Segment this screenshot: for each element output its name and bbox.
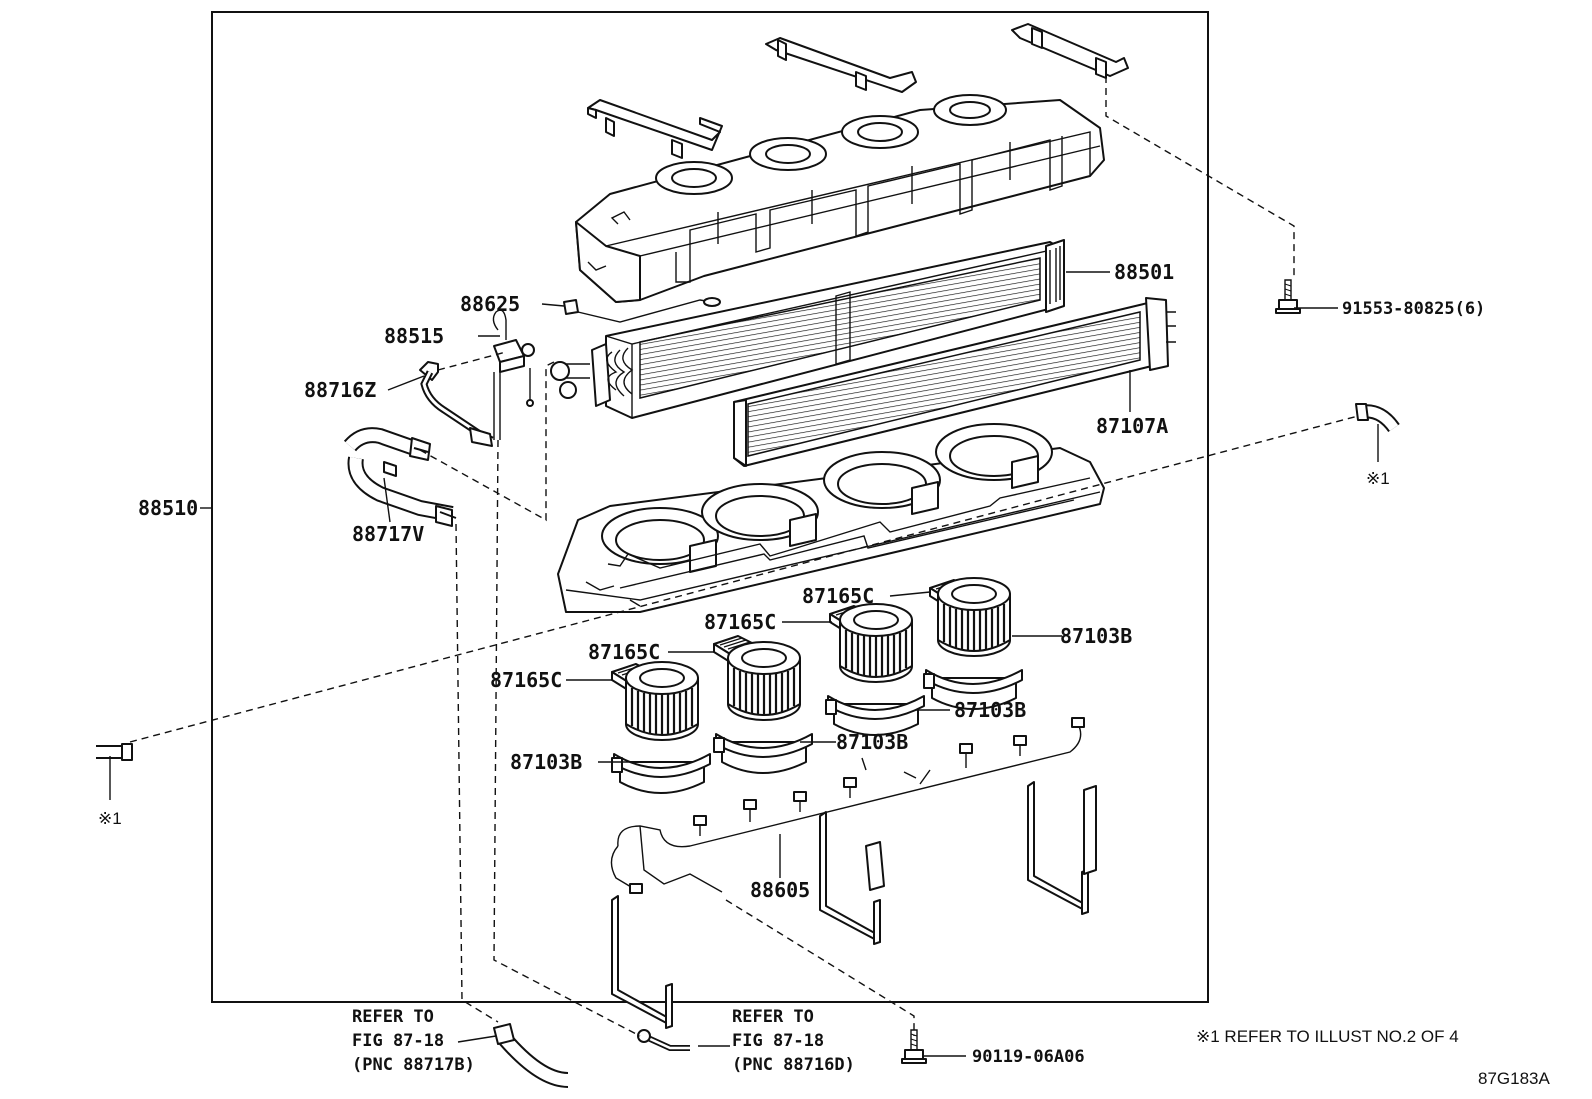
top-bracket-3 [1011,23,1129,79]
label-91553: 91553-80825(6) [1342,299,1485,319]
suction-hose [343,427,457,527]
label-87103B-3: 87103B [836,730,908,754]
label-88625: 88625 [460,292,520,316]
label-88501: 88501 [1114,260,1174,284]
label-87165C-3: 87165C [588,640,660,664]
label-88605: 88605 [750,878,810,902]
label-88717V: 88717V [352,522,424,546]
thermistor [563,297,721,323]
blower-motor-3 [712,640,814,775]
blower-motor-2 [824,602,926,737]
evaporator-core [550,239,1065,419]
refer-hose-left [493,1023,569,1088]
label-87165C-4: 87165C [490,668,562,692]
label-90119: 90119-06A06 [972,1047,1085,1067]
bracket-3 [1027,781,1089,915]
leader-lines [200,271,1338,1057]
ref-mark-left: ※1 [98,809,122,828]
blower-motor-1 [922,576,1024,711]
label-87103B-1: 87103B [1060,624,1132,648]
label-87165C-1: 87165C [802,584,874,608]
top-bracket-2 [765,37,917,93]
label-88515: 88515 [384,324,444,348]
bolt-90119 [901,1029,927,1064]
label-87103B-2: 87103B [954,698,1026,722]
hose-fitting-right [1355,403,1400,462]
hose-fitting-left [96,743,133,800]
refer-pipe-right [637,1029,690,1051]
label-87165C-2: 87165C [704,610,776,634]
refer-right-line2: FIG 87-18 [732,1031,824,1051]
refer-right-line1: REFER TO [732,1007,814,1027]
figure-code: 87G183A [1478,1069,1550,1088]
refer-right-line3: (PNC 88716D) [732,1055,855,1075]
refer-left-line2: FIG 87-18 [352,1031,444,1051]
liquid-pipe [419,361,494,447]
footnote: ※1 REFER TO ILLUST NO.2 OF 4 [1196,1027,1459,1046]
dash-bolt-91553 [1105,76,1295,280]
dash-hose-refer [455,523,499,1023]
label-87107A: 87107A [1096,414,1168,438]
dash-harness-bolt [725,899,915,1036]
dash-pipe-valve [419,351,559,522]
refer-left-line1: REFER TO [352,1007,434,1027]
wire-harness [610,717,1085,894]
upper-case [575,94,1105,303]
blower-motor-4 [610,660,712,795]
bracket-1 [611,895,673,1029]
expansion-valve [492,309,535,440]
ref-mark-right: ※1 [1366,469,1390,488]
lower-case [557,423,1105,613]
assembly-frame [211,11,1209,1003]
label-87103B-4: 87103B [510,750,582,774]
dash-ref-1 [129,415,1359,743]
label-88716Z: 88716Z [304,378,376,402]
top-bracket-1 [587,99,723,159]
heater-core [733,297,1176,467]
label-88510: 88510 [138,496,198,520]
dash-valve-refer [493,439,641,1037]
refer-left-line3: (PNC 88717B) [352,1055,475,1075]
